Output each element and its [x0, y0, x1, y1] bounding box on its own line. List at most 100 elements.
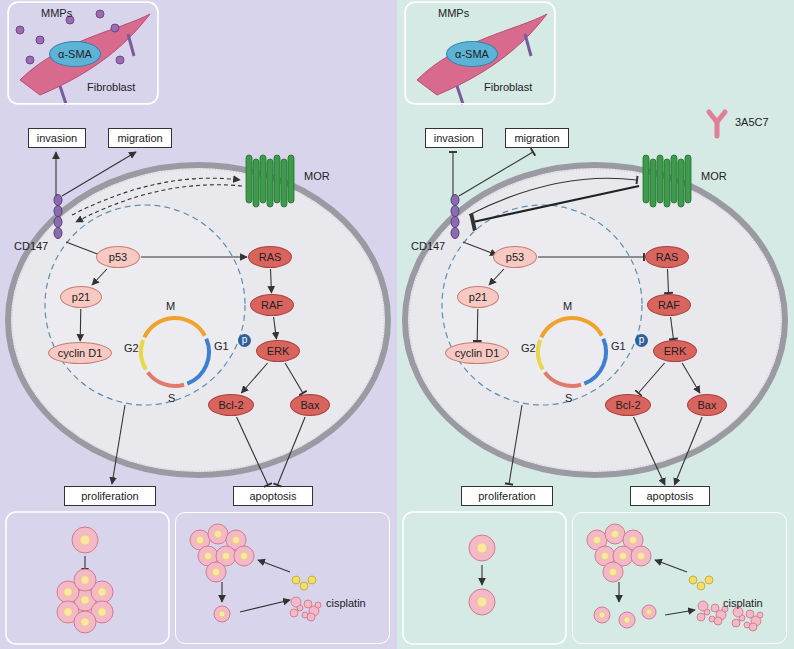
- node-text: Fibroblast: [484, 81, 532, 93]
- node-text: p21: [469, 291, 487, 303]
- cell: [642, 605, 656, 619]
- image-panel: cisplatin: [175, 512, 390, 644]
- leader-line: [55, 152, 56, 196]
- mor-inhibits-cd147: [473, 186, 639, 222]
- cd147-receptor: [451, 206, 459, 217]
- connector: [141, 256, 247, 257]
- cell-nucleus: [646, 609, 651, 614]
- cell: [594, 607, 610, 623]
- cycle-phase: S: [565, 392, 572, 404]
- leader-line: [452, 152, 453, 196]
- node-text: invasion: [37, 132, 77, 144]
- node-text: apoptosis: [249, 490, 296, 502]
- cell: [603, 562, 623, 582]
- cell-nucleus: [624, 617, 630, 623]
- node-text: α-SMA: [455, 48, 489, 60]
- mor-receptor: [678, 159, 684, 207]
- node-text: MMPs: [41, 7, 72, 19]
- part-label: MOR: [304, 170, 330, 182]
- antibody-symbol: [709, 112, 725, 136]
- cd147-receptor: [54, 206, 62, 217]
- node-text: Bcl-2: [218, 399, 243, 411]
- mor-receptor: [657, 155, 663, 203]
- cell: [72, 527, 98, 553]
- cell-nucleus: [599, 612, 605, 618]
- mor-receptor: [246, 155, 252, 203]
- node-text: RAS: [656, 251, 679, 263]
- cell-nucleus: [80, 535, 90, 545]
- cell-nucleus: [81, 596, 89, 604]
- molecule-ellipse: ERK: [653, 340, 697, 362]
- cd147-symbol: [128, 34, 134, 56]
- node-text: proliferation: [81, 490, 138, 502]
- cell: [619, 612, 635, 628]
- connector: [634, 417, 665, 485]
- cell: [74, 569, 96, 591]
- nucleus: [442, 205, 642, 405]
- cd147-receptor: [54, 217, 62, 228]
- cell-nucleus: [219, 611, 225, 617]
- cell-nucleus: [196, 536, 204, 544]
- node-text: migration: [514, 132, 559, 144]
- image-panel: MMPsFibroblastα-SMA: [405, 2, 555, 104]
- cell-debris: [290, 609, 298, 617]
- cd147-receptor: [54, 195, 62, 206]
- cycle-arc: [545, 372, 581, 386]
- connector: [80, 309, 82, 341]
- cell-membrane: [405, 165, 785, 475]
- cell-nucleus: [477, 597, 487, 607]
- process-box: invasion: [28, 128, 86, 148]
- cell-nucleus: [214, 530, 222, 538]
- cell-nucleus: [98, 608, 106, 616]
- fibroblast-body: [20, 14, 150, 95]
- mor-receptor: [685, 155, 691, 203]
- molecule-ellipse: RAS: [645, 246, 689, 268]
- cell: [631, 546, 651, 566]
- cell-nucleus: [611, 530, 619, 538]
- cycle-phase: p: [238, 334, 251, 347]
- molecule-ellipse: Bax: [290, 394, 330, 416]
- connector: [638, 363, 664, 393]
- cd147-receptor: [451, 195, 459, 206]
- cell-nucleus: [240, 552, 248, 560]
- node-text: RAS: [259, 251, 282, 263]
- panel-background: [0, 0, 397, 649]
- process-box: migration: [505, 128, 569, 148]
- cycle-arc: [144, 318, 205, 337]
- node-text: invasion: [434, 132, 474, 144]
- cell-nucleus: [64, 588, 72, 596]
- cd147-receptor: [54, 228, 62, 239]
- cell-debris: [697, 613, 705, 621]
- molecule-ellipse: p53: [96, 246, 140, 268]
- part-label: 3A5C7: [735, 116, 769, 128]
- leader-line: [665, 610, 695, 615]
- cycle-arc: [584, 339, 606, 384]
- molecule-ellipse: Bcl-2: [208, 394, 254, 416]
- molecule-ellipse: ERK: [256, 340, 300, 362]
- membrane-texture: [409, 169, 781, 471]
- cycle-phase: M: [166, 300, 175, 312]
- cycle-phase: G1: [611, 340, 626, 352]
- molecule-ellipse: RAF: [647, 294, 691, 316]
- mor-receptor: [274, 155, 280, 203]
- process-box: migration: [108, 128, 172, 148]
- cycle-arc: [541, 318, 602, 337]
- leader-line: [481, 565, 482, 585]
- cd147-symbol: [60, 86, 66, 104]
- cell-membrane: [8, 165, 388, 475]
- cycle-phase: p: [635, 334, 648, 347]
- mor-receptor: [671, 155, 677, 203]
- connector: [489, 269, 504, 285]
- node-text: cyclin D1: [455, 347, 500, 359]
- molecule-ellipse: cyclin D1: [445, 342, 509, 364]
- connector: [538, 256, 644, 257]
- membrane-texture: [12, 169, 384, 471]
- part-label: CD147: [411, 240, 445, 252]
- cd147-mor-link: [72, 178, 240, 215]
- node-text: Fibroblast: [87, 81, 135, 93]
- mor-receptor: [253, 159, 259, 207]
- molecule-ellipse: α-SMA: [446, 41, 498, 67]
- mor-receptor: [664, 159, 670, 207]
- cd147-receptor: [451, 228, 459, 239]
